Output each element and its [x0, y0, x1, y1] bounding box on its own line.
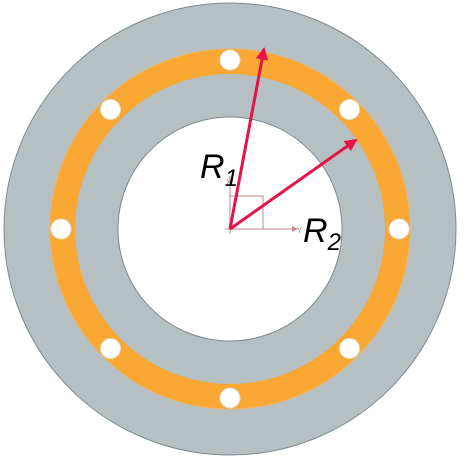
r2-letter: R [303, 212, 328, 250]
r2-label: R2 [303, 212, 341, 256]
r2-subscript: 2 [327, 229, 341, 256]
bolt-hole [100, 338, 121, 359]
axis-frame [229, 195, 264, 230]
bolt-hole [100, 99, 121, 120]
bolt-hole [219, 49, 241, 71]
axis-y-label: Y [296, 226, 302, 235]
axis-y-arrowhead [292, 226, 298, 232]
bolt-holes [50, 49, 410, 409]
r2-arrow [229, 138, 358, 231]
bolt-hole [50, 218, 72, 240]
axis-x-label: X [226, 178, 232, 187]
axis-triad [225, 176, 298, 234]
r1-subscript: 1 [225, 165, 238, 192]
r1-label: R1 [200, 148, 238, 192]
r1-arrow [228, 47, 269, 230]
bolt-hole [219, 387, 241, 409]
r1-letter: R [200, 148, 225, 186]
bolt-hole [339, 99, 360, 120]
bolt-hole [388, 218, 410, 240]
bolt-hole [339, 338, 360, 359]
